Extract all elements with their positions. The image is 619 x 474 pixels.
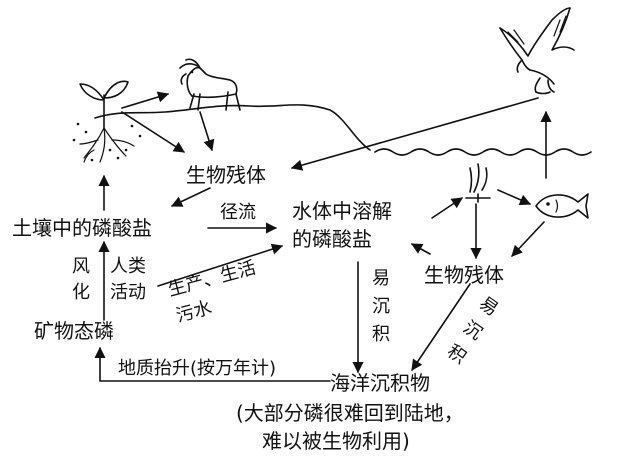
label-human-1: 人类 bbox=[110, 256, 146, 277]
label-water-dissolved-line1: 水体中溶解 bbox=[292, 199, 392, 223]
label-water-dissolved-line2: 的磷酸盐 bbox=[292, 227, 372, 251]
label-water-residue: 生物残体 bbox=[424, 263, 504, 287]
label-production-line2: 污水 bbox=[174, 297, 214, 327]
goat-icon bbox=[179, 58, 241, 111]
waves-icon bbox=[374, 148, 592, 156]
label-note-line1: (大部分磷很难回到陆地， bbox=[236, 401, 464, 425]
label-easy-deposit-left-1: 易 bbox=[372, 268, 390, 289]
label-weathering-1: 风 bbox=[72, 256, 90, 277]
plant-icon bbox=[72, 80, 142, 163]
label-easy-deposit-left-3: 积 bbox=[372, 324, 390, 345]
label-weathering-2: 化 bbox=[72, 282, 90, 303]
label-mineral-phosphorus: 矿物态磷 bbox=[34, 319, 114, 343]
label-human-2: 活动 bbox=[110, 282, 146, 303]
land-contour bbox=[94, 104, 371, 151]
label-easy-deposit-right-3: 积 bbox=[443, 341, 470, 369]
label-easy-deposit-right-2: 沉 bbox=[459, 317, 486, 345]
label-note-line2: 难以被生物利用) bbox=[262, 429, 410, 453]
eagle-icon bbox=[499, 7, 575, 95]
label-land-residue: 生物残体 bbox=[186, 163, 266, 187]
label-soil-phosphate: 土壤中的磷酸盐 bbox=[12, 216, 152, 240]
label-geological-uplift: 地质抬升(按万年计) bbox=[118, 358, 276, 379]
label-marine-sediment: 海洋沉积物 bbox=[330, 371, 430, 395]
fish-icon bbox=[535, 193, 589, 219]
label-easy-deposit-left-2: 沉 bbox=[372, 296, 390, 317]
algae-icon bbox=[465, 163, 491, 203]
label-easy-deposit-right-1: 易 bbox=[475, 293, 502, 321]
label-production-line1: 生产、生活 bbox=[166, 257, 258, 301]
label-runoff: 径流 bbox=[220, 202, 256, 223]
